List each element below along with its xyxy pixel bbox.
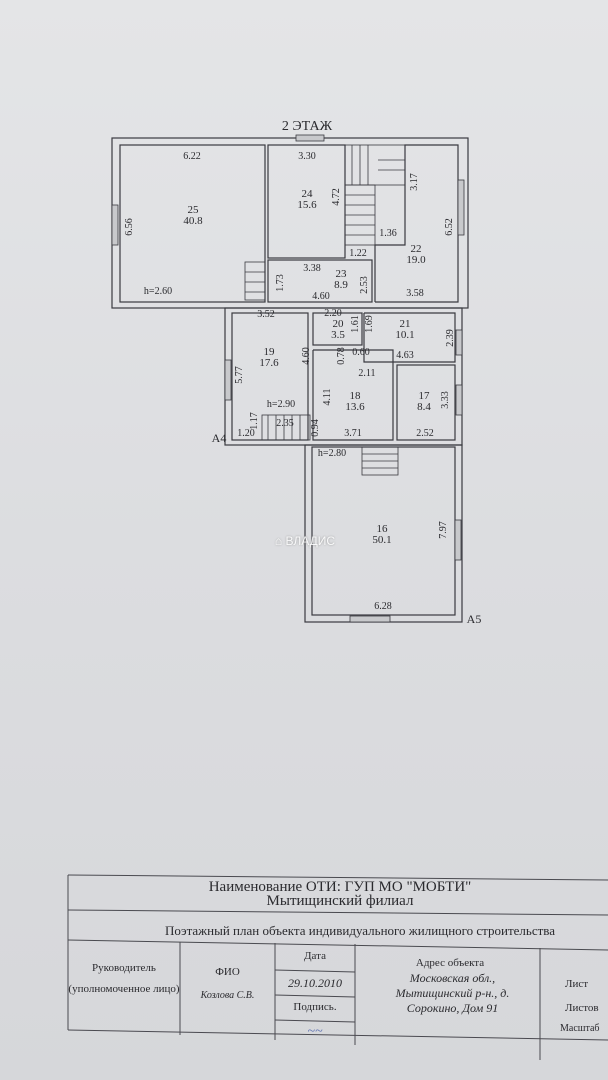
- address-value: Московская обл., Мытищинский р-н., д. Со…: [395, 971, 510, 1015]
- dimension: 6.56: [124, 218, 135, 236]
- sheet-label: Лист: [565, 978, 589, 990]
- dimension: 2.35: [276, 418, 294, 429]
- dimension: 1.20: [237, 428, 255, 439]
- dimension: 1.69: [364, 315, 375, 333]
- head-label: Руководитель (уполномоченное лицо): [68, 962, 180, 995]
- axis-mark-a5: A5: [466, 612, 482, 626]
- dimension: 6.28: [374, 601, 392, 612]
- fio-label: ФИО: [215, 966, 240, 978]
- dimension: 2.52: [416, 428, 434, 439]
- dimension: 4.11: [322, 388, 333, 406]
- org-name: Наименование ОТИ: ГУП МО "МОБТИ": [208, 879, 472, 895]
- dimension: 1.61: [350, 315, 361, 333]
- document-title: Поэтажный план объекта индивидуального ж…: [164, 923, 556, 938]
- dimension: 0.60: [352, 347, 370, 358]
- signature-icon: ~~: [307, 1024, 323, 1039]
- dimension: 3.38: [303, 263, 321, 274]
- dimension: 0.78: [336, 347, 347, 365]
- dimension: 2.20: [324, 308, 342, 319]
- dimension: 3.30: [298, 151, 316, 162]
- dimension: 6.22: [183, 151, 201, 162]
- ceiling-height: h=2.90: [266, 399, 296, 410]
- dimension: 1.36: [379, 228, 397, 239]
- ceiling-height: h=2.60: [143, 286, 173, 297]
- dimension: 3.58: [406, 288, 424, 299]
- dimension: 2.39: [445, 329, 456, 347]
- axis-mark-a4: A4: [211, 431, 227, 445]
- watermark: ⌂ ВЛАДИС: [274, 534, 336, 548]
- date-value: 29.10.2010: [288, 976, 342, 990]
- dimension: 4.63: [396, 350, 414, 361]
- branch-name: Мытищинский филиал: [266, 893, 414, 909]
- dimension: 3.17: [409, 173, 420, 191]
- dimension: 6.52: [444, 218, 455, 236]
- scale-label: Масштаб: [560, 1023, 600, 1034]
- dimension: 2.53: [359, 276, 370, 294]
- dimension: 0.94: [310, 419, 321, 437]
- dimension: 4.60: [312, 291, 330, 302]
- dimension: 7.97: [438, 521, 449, 539]
- dimension: 1.22: [349, 248, 367, 259]
- fio-value: Козлова С.В.: [200, 990, 255, 1001]
- date-label: Дата: [304, 950, 326, 962]
- dimension: 3.71: [344, 428, 362, 439]
- ceiling-height: h=2.80: [317, 448, 347, 459]
- address-label: Адрес объекта: [415, 957, 485, 969]
- house-logo-icon: ⌂: [274, 534, 286, 548]
- floor-title: 2 ЭТАЖ: [281, 119, 333, 134]
- sheets-label: Листов: [565, 1002, 599, 1014]
- dimension: 1.73: [275, 274, 286, 292]
- dimension: 3.33: [440, 391, 451, 409]
- dimension: 2.11: [358, 368, 376, 379]
- dimension: 5.77: [234, 366, 245, 384]
- staircase: [244, 144, 406, 301]
- dimension: 4.60: [301, 347, 312, 365]
- signature-label: Подпись.: [293, 1001, 337, 1013]
- dimension: 3.52: [257, 309, 275, 320]
- dimension: 4.72: [331, 188, 342, 206]
